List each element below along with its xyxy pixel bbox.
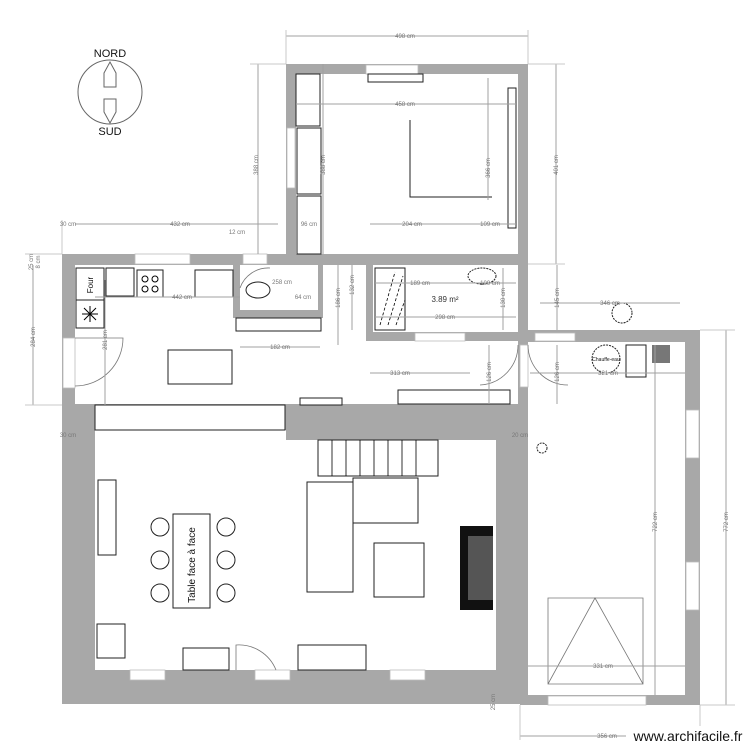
- dim-label: 772 cm: [724, 512, 730, 532]
- dim-label: 388 cm: [321, 155, 327, 175]
- dim-label: 313 cm: [390, 371, 410, 377]
- dim-label: 109 cm: [480, 281, 500, 287]
- entrance-door[interactable]: [235, 644, 277, 671]
- dim-label: 126 cm: [555, 362, 561, 382]
- dim-label: 321 cm: [598, 371, 618, 377]
- dim-label: 182 cm: [270, 345, 290, 351]
- radiator: [299, 397, 343, 406]
- dim-label: 25 cm: [29, 254, 35, 270]
- dim-label: 284 cm: [31, 327, 37, 347]
- dim-label: 186 cm: [336, 288, 342, 308]
- staircase: [317, 439, 439, 477]
- dim-label: 366 cm: [486, 158, 492, 178]
- bed: [409, 120, 492, 198]
- dim-label: 12 cm: [229, 230, 245, 236]
- sofa-corner: [352, 477, 419, 524]
- coffee-table: [373, 542, 425, 598]
- compass-north: NORD: [94, 48, 126, 60]
- kitchen-counter: [94, 404, 286, 431]
- dim-label: 109 cm: [480, 222, 500, 228]
- hall-door-right[interactable]: [527, 344, 569, 386]
- hall-shelf: [397, 389, 511, 405]
- watermark: www.archifacile.fr: [633, 728, 743, 744]
- north-arrow-icon: [103, 60, 117, 88]
- dim-label: 64 cm: [295, 295, 311, 301]
- table-label: Table face à face: [187, 527, 198, 603]
- compass-south: SUD: [98, 126, 121, 138]
- chair: [150, 517, 170, 537]
- dim-label: 432 cm: [170, 222, 190, 228]
- toilet: [245, 281, 271, 299]
- water-heater-label: Chauffe-eau: [592, 357, 620, 363]
- chimney: [652, 345, 670, 363]
- room-area: 3.89 m²: [431, 295, 458, 304]
- sofa: [306, 481, 354, 593]
- washbasin: [467, 267, 497, 285]
- dim-label: 356 cm: [597, 734, 617, 740]
- windows: [62, 64, 700, 706]
- dim-label: 204 cm: [402, 222, 422, 228]
- dim-label: 388 cm: [254, 155, 260, 175]
- dim-label: 8 cm: [36, 255, 42, 268]
- dim-label: 258 cm: [272, 280, 292, 286]
- oven: [75, 267, 105, 301]
- dim-label: 20 cm: [512, 433, 528, 439]
- dim-label: 346 cm: [600, 301, 620, 307]
- sink: [194, 269, 234, 298]
- tv-cabinet: [297, 644, 367, 671]
- dim-label: 126 cm: [487, 362, 493, 382]
- walls: [62, 64, 700, 705]
- dim-label: 458 cm: [395, 102, 415, 108]
- oven-label: Four: [86, 276, 95, 293]
- hall-door-left[interactable]: [479, 344, 519, 386]
- dim-label: 189 cm: [410, 281, 430, 287]
- compass: NORD SUD: [77, 48, 143, 138]
- wc-door[interactable]: [239, 267, 271, 289]
- garage-door[interactable]: [547, 597, 644, 685]
- snowflake-icon: [82, 306, 98, 322]
- kitchen-door[interactable]: [74, 337, 124, 387]
- doors: [74, 267, 644, 685]
- dim-label: 30 cm: [60, 433, 76, 439]
- cooktop: [136, 269, 164, 298]
- dim-label: 401 cm: [554, 155, 560, 175]
- dim-label: 722 cm: [653, 512, 659, 532]
- dim-label: 281 cm: [103, 330, 109, 350]
- dimension-labels: 498 cm 458 cm 388 cm 388 cm 366 cm 401 c…: [29, 34, 730, 740]
- dining-table: [172, 513, 211, 609]
- armchair: [96, 623, 126, 659]
- dim-label: 498 cm: [395, 34, 415, 40]
- furniture: Four Table face à face Chauffe-eau: [75, 73, 670, 671]
- dim-label: 331 cm: [593, 664, 613, 670]
- dim-label: 130 cm: [501, 288, 507, 308]
- dim-label: 30 cm: [60, 222, 76, 228]
- dim-label: 96 cm: [301, 222, 317, 228]
- dim-label: 145 cm: [555, 288, 561, 308]
- shower: [374, 267, 406, 331]
- kitchen-island: [167, 349, 233, 385]
- sideboard: [97, 479, 117, 556]
- dimension-lines: [25, 30, 735, 740]
- dim-label: 442 cm: [172, 295, 192, 301]
- closet: [295, 73, 321, 127]
- dim-label: 132 cm: [350, 275, 356, 295]
- dim-label: 298 cm: [435, 315, 455, 321]
- south-arrow-icon: [103, 98, 117, 125]
- dim-label: 25 cm: [491, 694, 497, 710]
- wardrobe: [507, 87, 517, 229]
